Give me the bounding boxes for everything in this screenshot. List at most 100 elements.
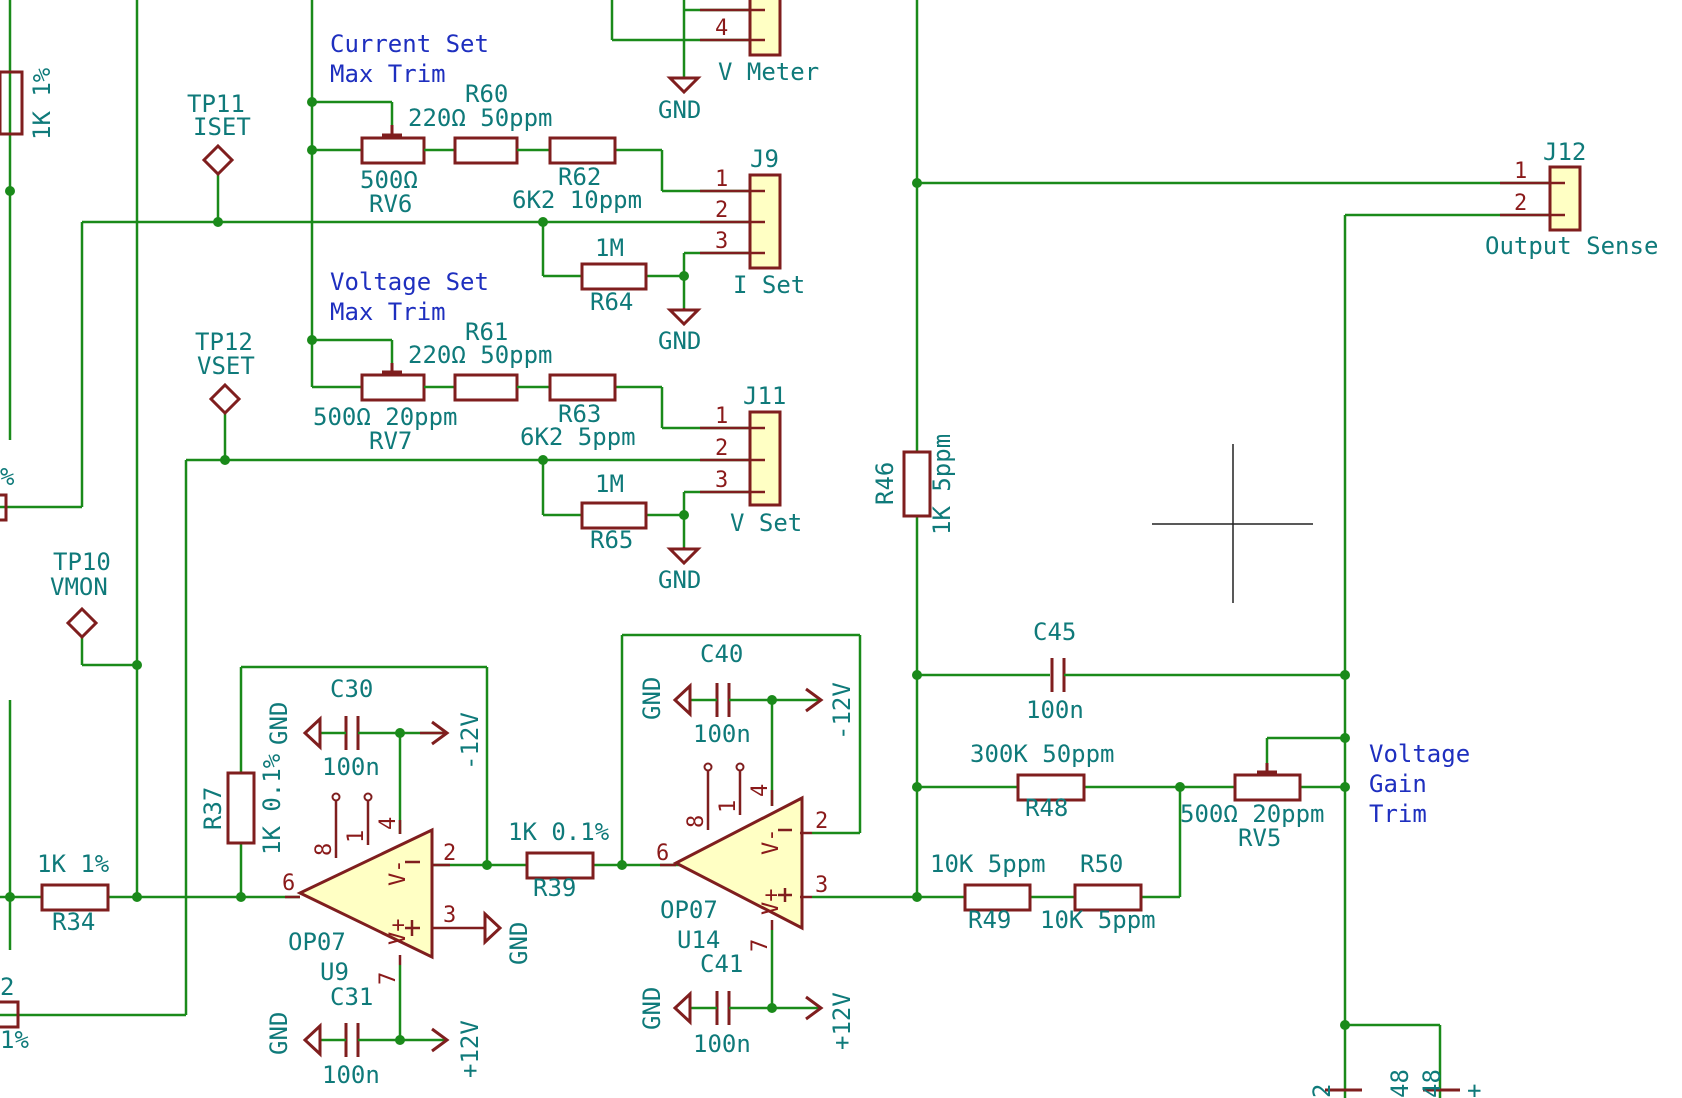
u14-pin3: 3 — [815, 873, 828, 898]
r60-body — [453, 136, 519, 165]
u9-pin4: 4 — [376, 817, 401, 830]
tp11-val: ISET — [193, 113, 251, 141]
voltage-gain-note-1: Voltage — [1369, 740, 1470, 768]
c45-val: 100n — [1026, 696, 1084, 724]
text-labels: Current Set Max Trim Voltage Set Max Tri… — [0, 16, 1658, 1098]
capacitor-symbols — [338, 658, 1076, 1057]
r60-ref: R60 — [465, 80, 508, 108]
r61-ref: R61 — [465, 318, 508, 346]
rv7-ref: RV7 — [369, 427, 412, 455]
j9-ref: J9 — [750, 145, 779, 173]
r64-body — [580, 262, 648, 291]
r46-val: 1K 5ppm — [928, 434, 956, 535]
j12-ref: J12 — [1543, 138, 1586, 166]
neg12v-label: -12V — [828, 682, 856, 740]
u14-pin4: 4 — [748, 784, 773, 797]
pin-label: 2 — [1514, 191, 1527, 216]
tp12-val: VSET — [197, 352, 255, 380]
gnd-label: GND — [638, 987, 666, 1030]
r37-val: 1K 0.1% — [258, 753, 286, 855]
r64-val: 1M — [595, 234, 624, 262]
r64-ref: R64 — [590, 288, 633, 316]
neg12v-label: -12V — [456, 712, 484, 770]
power-symbols — [302, 76, 824, 1058]
r50-val: 10K 5ppm — [1040, 906, 1156, 934]
j9-val: I Set — [733, 271, 805, 299]
u14-pin2: 2 — [815, 809, 828, 834]
u9-pin7: 7 — [376, 972, 401, 985]
r37-ref: R37 — [199, 787, 227, 830]
r61-body — [453, 373, 519, 402]
pin-label: 4 — [715, 16, 728, 41]
testpoint-symbols — [65, 143, 242, 640]
rv6-ref: RV6 — [369, 190, 412, 218]
u9-pin8: 8 — [312, 843, 337, 856]
r65-val: 1M — [595, 470, 624, 498]
c45-ref: C45 — [1033, 618, 1076, 646]
r62-val: 6K2 10ppm — [512, 186, 642, 214]
c41-val: 100n — [693, 1030, 751, 1058]
pos12v-label: +12V — [456, 1020, 484, 1078]
c30-ref: C30 — [330, 675, 373, 703]
r65-body — [580, 501, 648, 530]
j12-body — [1548, 165, 1582, 232]
r62-ref: R62 — [558, 163, 601, 191]
crosshair-cursor — [1152, 444, 1313, 603]
r39-ref: R39 — [533, 874, 576, 902]
tp12-ref: TP12 — [195, 328, 253, 356]
j11-ref: J11 — [743, 382, 786, 410]
edge-pct: % — [0, 463, 15, 491]
r60-val: 220Ω 50ppm — [408, 104, 553, 132]
tp10-val: VMON — [50, 573, 108, 601]
pin-label: 1 — [715, 404, 728, 429]
u14-vplus: V+ — [759, 889, 784, 916]
r49-body — [963, 883, 1032, 912]
bottom-edge-c: 2 — [1308, 1084, 1336, 1098]
c30-val: 100n — [322, 753, 380, 781]
edge-2: 2 — [0, 973, 14, 1001]
r48-ref: R48 — [1025, 794, 1068, 822]
r49-ref: R49 — [968, 906, 1011, 934]
r49-val: 10K 5ppm — [930, 850, 1046, 878]
bottom-edge-a: 48 — [1386, 1069, 1414, 1098]
rv6-val: 500Ω — [360, 166, 418, 194]
rv5-val: 500Ω 20ppm — [1180, 800, 1325, 828]
u9-pin1: 1 — [344, 830, 369, 843]
r63-body — [548, 373, 617, 402]
rv7-body — [360, 373, 426, 402]
bottom-edge-d: + — [1460, 1084, 1488, 1098]
r50-body — [1073, 883, 1143, 912]
u14-val: OP07 — [660, 896, 718, 924]
j12-val: Output Sense — [1485, 232, 1658, 260]
r48-body — [1016, 773, 1086, 802]
gnd-label: GND — [265, 702, 293, 745]
r48-val: 300K 50ppm — [970, 740, 1115, 768]
tp11-ref: TP11 — [187, 90, 245, 118]
r37-body — [226, 771, 256, 845]
r34-val: 1K 1% — [37, 850, 110, 878]
u9-pin3: 3 — [443, 903, 456, 928]
connector-symbols — [700, 0, 1582, 507]
r63-val: 6K2 5ppm — [520, 423, 636, 451]
r34-ref: R34 — [52, 908, 95, 936]
u14-vminus: V- — [759, 829, 784, 856]
pin-label: 3 — [715, 468, 728, 493]
u9-vminus: V- — [386, 860, 411, 887]
r62-body — [548, 136, 617, 165]
current-max-note: Max Trim — [330, 60, 446, 88]
pin-label: 2 — [715, 436, 728, 461]
u9-pin6: 6 — [282, 871, 295, 896]
r65-ref: R65 — [590, 526, 633, 554]
pin-label: 3 — [715, 229, 728, 254]
r39-body — [525, 851, 595, 880]
gnd-label: GND — [658, 96, 701, 124]
voltage-set-note: Voltage Set — [330, 268, 489, 296]
r46-body — [902, 450, 932, 518]
u14-pin6: 6 — [656, 841, 669, 866]
pos12v-label: +12V — [828, 992, 856, 1050]
c31-ref: C31 — [330, 983, 373, 1011]
vmeter-val: V Meter — [718, 58, 819, 86]
rv5-body — [1233, 773, 1302, 802]
opamp-symbols — [285, 762, 812, 965]
edge-1pct: 1% — [0, 1026, 29, 1054]
